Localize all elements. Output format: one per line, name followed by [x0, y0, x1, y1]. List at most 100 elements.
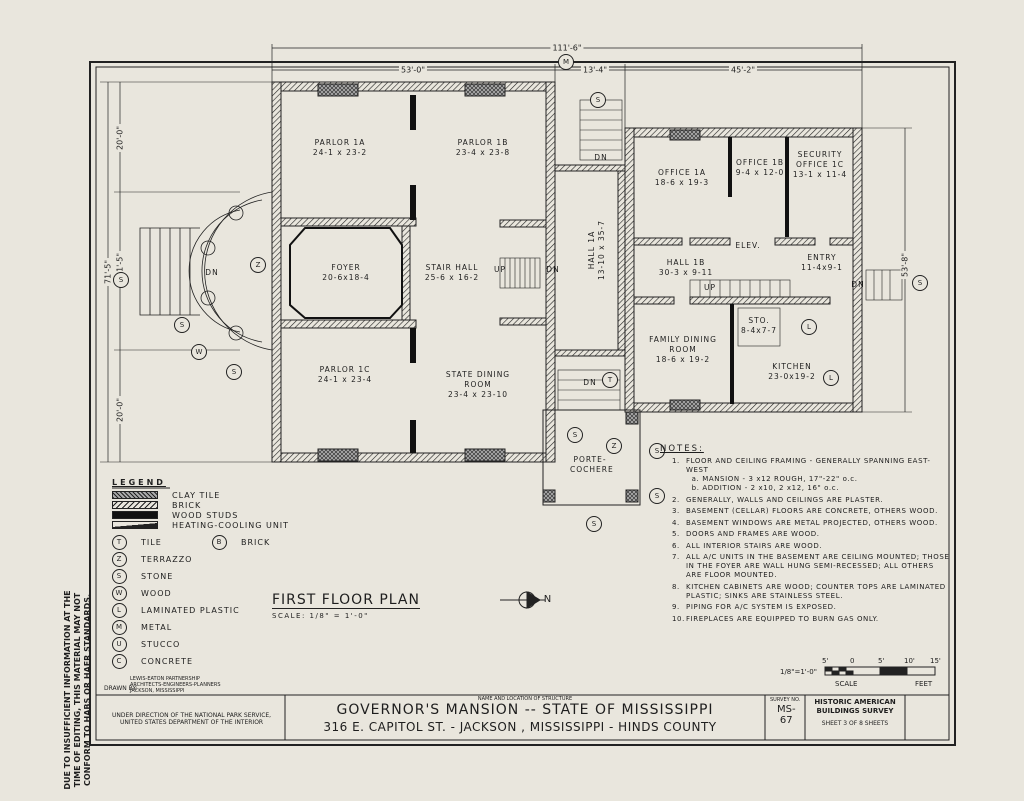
material-marker: S: [226, 364, 242, 380]
notes: NOTES: 1.FLOOR AND CEILING FRAMING - GEN…: [660, 445, 952, 626]
scale-unit: FEET: [915, 680, 933, 688]
legend: LEGEND CLAY TILE BRICK WOOD STUDS HEATIN…: [112, 478, 289, 530]
material-marker: Z: [250, 257, 266, 273]
material-marker: S: [174, 317, 190, 333]
steps-down-label: DN: [205, 268, 219, 277]
room-porte-cochere: PORTE-COCHERE: [570, 455, 614, 474]
material-marker: S: [649, 443, 665, 459]
material-marker: S: [586, 516, 602, 532]
room-storage: STO.8-4x7-7: [741, 316, 777, 335]
scale-ratio: 1/8"=1'-0": [780, 668, 817, 676]
legend-label: WOOD STUDS: [172, 510, 239, 520]
dim-left-top: 20'-0": [115, 123, 125, 153]
survey-label: SURVEY NO.: [770, 697, 801, 703]
scale-tick: 0: [850, 657, 855, 665]
dim-addition-width: 45'-2": [728, 65, 758, 75]
stair-down-label: DN: [594, 153, 608, 162]
plan-title: FIRST FLOOR PLAN: [272, 592, 420, 609]
stair-down-label: DN: [583, 378, 597, 387]
sheet-number: SHEET 3 OF 8 SHEETS: [821, 720, 889, 727]
walls: [271, 81, 863, 506]
note-item: 10.FIREPLACES ARE EQUIPPED TO BURN GAS O…: [672, 614, 879, 623]
note-item: 6.ALL INTERIOR STAIRS ARE WOOD.: [672, 541, 823, 550]
scale-tick: 15': [930, 657, 941, 665]
legend-label: CLAY TILE: [172, 490, 221, 500]
scale-tick: 5': [822, 657, 829, 665]
plan-scale: SCALE: 1/8" = 1'-0": [272, 612, 369, 620]
scale-tick: 5': [878, 657, 885, 665]
material-marker: T: [602, 372, 618, 388]
note-item: 8.KITCHEN CABINETS ARE WOOD; COUNTER TOP…: [672, 582, 946, 600]
stair-down-label: DN: [546, 265, 560, 274]
note-item: 3.BASEMENT (CELLAR) FLOORS ARE CONCRETE,…: [672, 507, 938, 515]
note-item: 1.FLOOR AND CEILING FRAMING - GENERALLY …: [672, 457, 931, 492]
legend-title: LEGEND: [112, 478, 166, 487]
drawn-by-label: DRAWN BY:: [104, 685, 138, 692]
dim-left-bottom: 20'-0": [115, 395, 125, 425]
material-marker: W: [191, 344, 207, 360]
dim-overall-depth: 71'-5": [103, 257, 113, 287]
direction-credit: UNDER DIRECTION OF THE NATIONAL PARK SER…: [112, 712, 272, 726]
stair-up-label: UP: [703, 283, 717, 292]
note-item: 2.GENERALLY, WALLS AND CEILINGS ARE PLAS…: [672, 495, 884, 504]
material-marker: S: [113, 272, 129, 288]
structure-caption: NAME AND LOCATION OF STRUCTURE: [477, 696, 573, 702]
stair-down-label: DN: [851, 280, 865, 289]
clay-tile-swatch: [112, 491, 158, 499]
heating-cooling-swatch: [112, 521, 158, 529]
sheet-border: [89, 61, 956, 746]
material-marker: S: [912, 275, 928, 291]
dim-main-width: 53'-0": [398, 65, 428, 75]
material-marker: L: [801, 319, 817, 335]
structure-address: 316 E. CAPITOL ST. - JACKSON , MISSISSIP…: [323, 720, 717, 734]
dim-hall-width: 13'-4": [580, 65, 610, 75]
material-marker: S: [590, 92, 606, 108]
legend-label: BRICK: [172, 500, 202, 510]
material-marker: M: [558, 54, 574, 70]
entrance-steps: [139, 191, 273, 351]
scale-tick: 10': [904, 657, 915, 665]
notes-title: NOTES:: [660, 444, 704, 454]
note-item: 7.ALL A/C UNITS IN THE BASEMENT ARE CEIL…: [672, 553, 950, 579]
stair-up-label: UP: [493, 265, 507, 274]
north-label: N: [543, 594, 553, 605]
scale-label: SCALE: [835, 680, 858, 688]
wood-studs-swatch: [112, 511, 158, 519]
legend-label: HEATING-COOLING UNIT: [172, 520, 290, 530]
dim-overall-width: 111'-6": [550, 43, 584, 53]
note-item: 4.BASEMENT WINDOWS ARE METAL PROJECTED, …: [672, 518, 938, 527]
material-marker: S: [567, 427, 583, 443]
note-item: 9.PIPING FOR A/C SYSTEM IS EXPOSED.: [672, 603, 837, 611]
material-marker: Z: [606, 438, 622, 454]
survey-number: MS-67: [777, 704, 796, 726]
note-item: 5.DOORS AND FRAMES ARE WOOD.: [672, 530, 820, 538]
elevator-label: ELEV.: [735, 241, 761, 250]
dim-right-depth: 53'-8": [900, 250, 910, 280]
